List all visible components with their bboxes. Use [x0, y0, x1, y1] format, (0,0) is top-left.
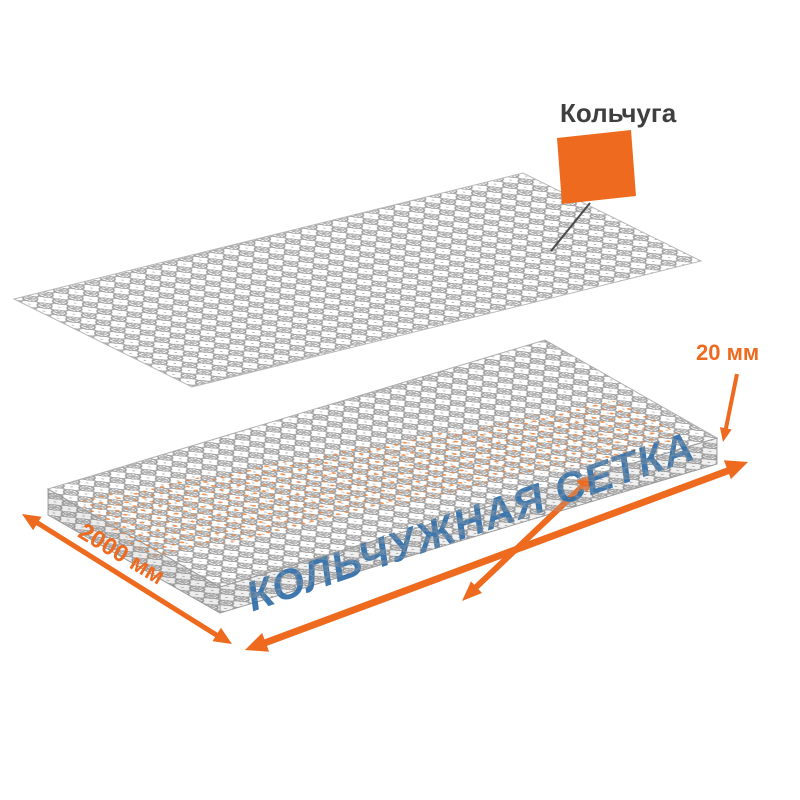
mesh-overlay	[48, 340, 717, 613]
top-mesh-sheet	[12, 172, 703, 388]
length-arrowhead-bottom	[212, 627, 232, 644]
width-arrow-shaft	[260, 466, 732, 648]
callout-box	[557, 130, 636, 204]
top-mesh-surface	[12, 172, 703, 388]
callout: Кольчуга	[550, 98, 677, 252]
cross-arrowhead-bottom	[462, 581, 482, 601]
callout-leader-line	[550, 202, 591, 252]
width-arrowhead-left	[245, 632, 270, 652]
length-arrow-shaft	[34, 519, 220, 639]
callout-label: Кольчуга	[560, 98, 677, 128]
thickness-label: 20 мм	[696, 340, 759, 365]
width-arrowhead-right	[723, 460, 748, 480]
thickness-arrowhead	[719, 427, 732, 442]
width-dimension-arrow	[245, 460, 748, 652]
length-arrowhead-top	[22, 514, 42, 531]
thickness-dimension: 20 мм	[696, 340, 759, 442]
thickness-arrow-shaft	[723, 373, 739, 434]
